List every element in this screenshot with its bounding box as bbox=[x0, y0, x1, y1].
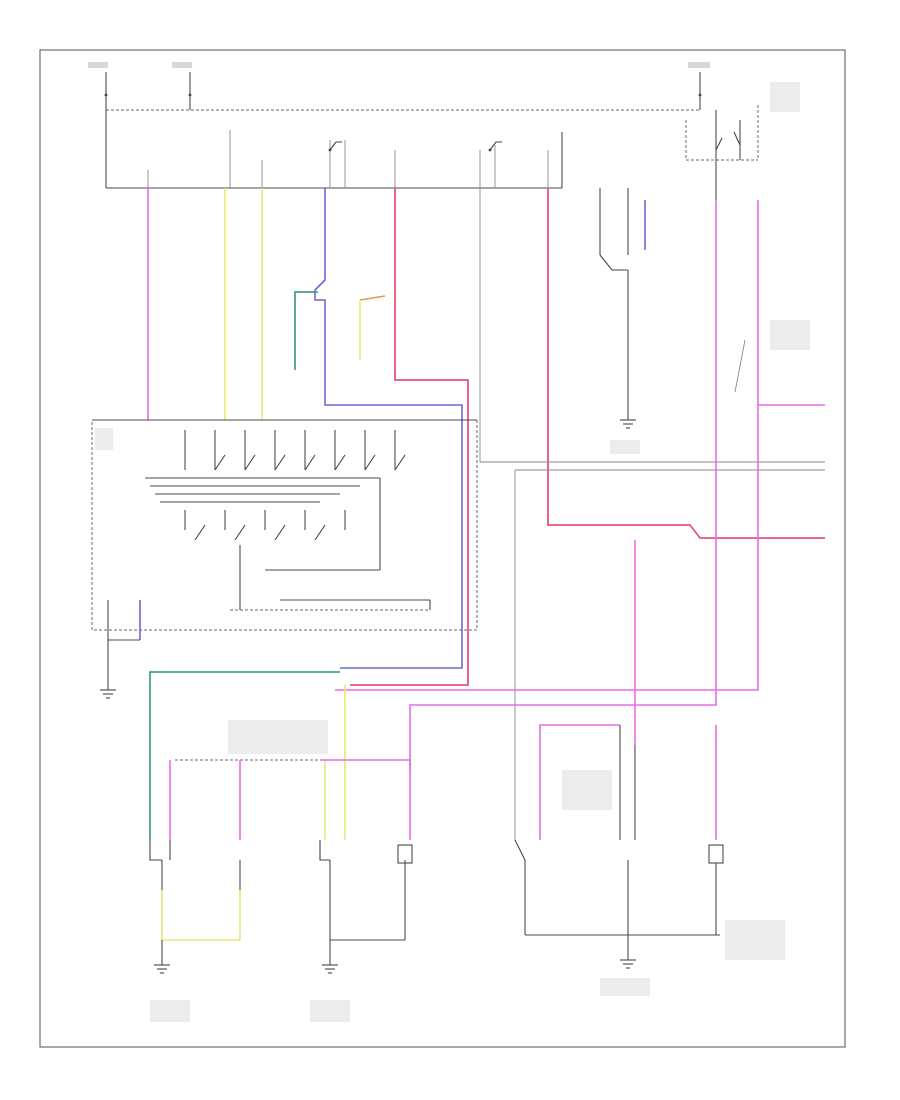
lower-lamp-circuits bbox=[149, 685, 724, 974]
wire-red-right bbox=[547, 188, 825, 539]
wire-green-short bbox=[294, 291, 318, 370]
lighting-switch-block bbox=[91, 419, 478, 631]
component-labels bbox=[88, 62, 810, 1022]
wire-pink-right-2 bbox=[757, 200, 825, 406]
right-relay-block bbox=[685, 105, 759, 200]
wire-teal-lower bbox=[149, 671, 340, 840]
wire-pink-right-1 bbox=[409, 200, 717, 770]
diagram-frame bbox=[39, 49, 846, 1048]
door-switch-right bbox=[599, 188, 636, 429]
central-junction-box bbox=[105, 109, 700, 189]
wire-pink-right-3 bbox=[335, 405, 759, 691]
wire-tan-short bbox=[359, 295, 386, 301]
wire-blue-main bbox=[314, 188, 463, 669]
left-ground bbox=[100, 600, 141, 699]
wire-red-left bbox=[350, 188, 469, 686]
top-power-feeds bbox=[104, 72, 702, 110]
